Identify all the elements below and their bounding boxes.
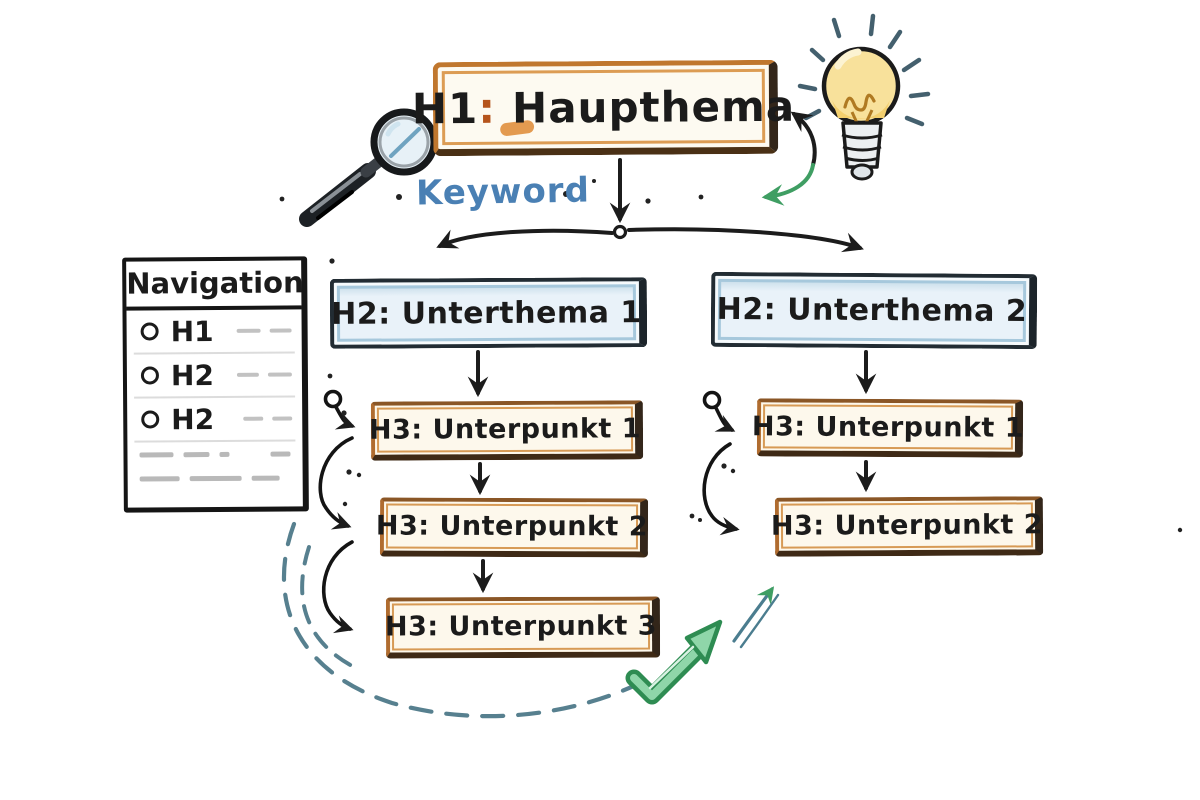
h1-colon: : [478, 83, 497, 133]
keyword-label: Keyword [415, 170, 591, 214]
h3-box-left-2: H3: Unterpunkt 2 [376, 497, 648, 558]
navigation-panel: Navigation H1 H2 H2 [122, 256, 309, 513]
h2-box-unterthema-1: H2: Unterthema 1 [329, 277, 648, 349]
bullet-icon [141, 410, 160, 429]
internal-link-connector-left [318, 389, 356, 634]
placeholder-row [127, 441, 302, 466]
growth-arrow [625, 619, 723, 705]
left-column-arrows [467, 350, 494, 594]
thin-green-arrow [732, 586, 780, 649]
h1-box: H1: Haupthema [412, 59, 795, 157]
h2-box-unterthema-2: H2: Unterthema 2 [710, 271, 1038, 350]
placeholder-dashes [236, 328, 292, 333]
lightbulb-icon [797, 13, 931, 181]
feedback-s-arrow [761, 111, 817, 206]
nav-item-label: H2 [171, 402, 215, 436]
bullet-icon [140, 322, 159, 341]
placeholder-dashes [236, 372, 292, 377]
h1-label: Haupthema [511, 81, 796, 133]
h1-tag: H1 [411, 83, 479, 133]
branch-node [612, 224, 628, 240]
h3-box-left-3: H3: Unterpunkt 3 [385, 596, 661, 659]
nav-item-h1: H1 [126, 309, 301, 352]
nav-item-label: H2 [170, 358, 214, 392]
lightbulb-rays [797, 13, 931, 127]
h3-box-left-1: H3: Unterpunkt 1 [369, 400, 644, 461]
placeholder-row [128, 465, 303, 490]
placeholder-dashes [243, 416, 293, 421]
h1-branch-connector [436, 158, 864, 253]
bullet-icon [140, 366, 159, 385]
h3-box-right-1: H3: Unterpunkt 1 [752, 398, 1024, 458]
nav-item-h2b: H2 [127, 397, 302, 440]
ink-dots [279, 179, 1183, 533]
internal-link-connector-right [702, 390, 740, 536]
dashed-flow-curve [281, 521, 649, 719]
h3-box-right-2: H3: Unterpunkt 2 [771, 496, 1044, 557]
navigation-title: Navigation [126, 260, 304, 311]
nav-item-label: H1 [170, 314, 214, 348]
nav-item-h2a: H2 [127, 353, 302, 396]
